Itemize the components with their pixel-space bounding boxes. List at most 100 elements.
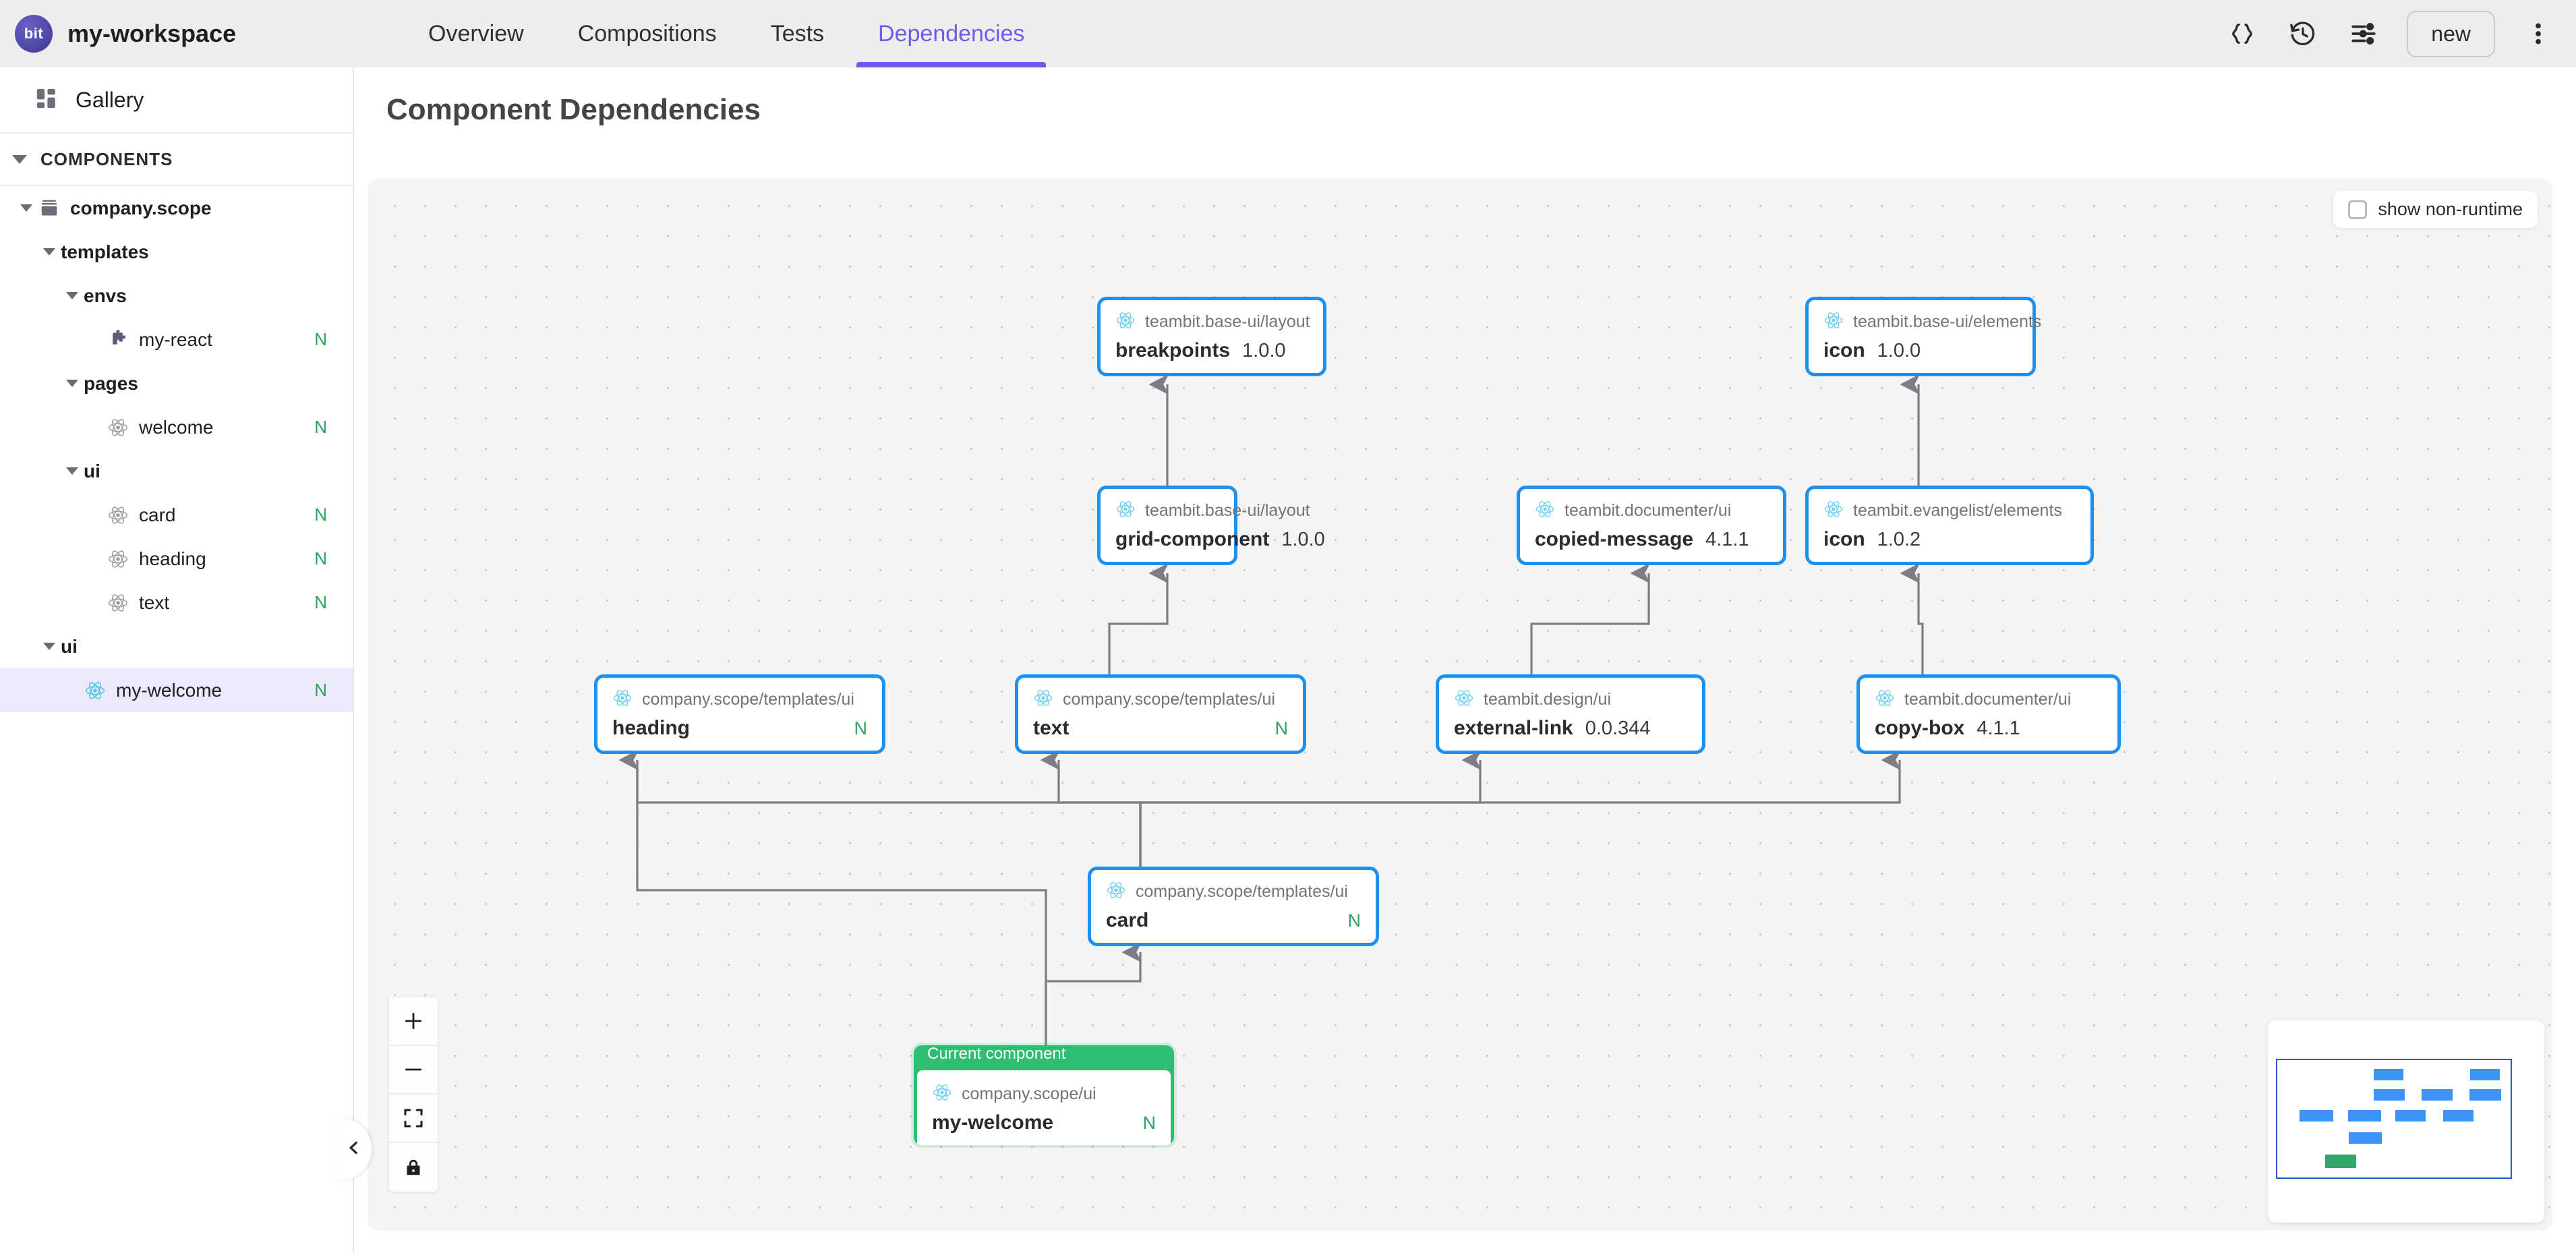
zoom-in-button[interactable]	[389, 997, 438, 1046]
tab-overview[interactable]: Overview	[428, 20, 524, 47]
sidebar-item-label: card	[139, 504, 176, 525]
status-badge: N	[314, 548, 327, 569]
sidebar-item-label: pages	[84, 372, 138, 394]
tab-compositions[interactable]: Compositions	[577, 20, 717, 47]
top-bar-actions: new	[2225, 0, 2556, 67]
graph-node-scope: teambit.documenter/ui	[1564, 500, 1732, 520]
new-button[interactable]: new	[2407, 10, 2495, 57]
sidebar-section-label: COMPONENTS	[40, 148, 173, 169]
react-atom-icon	[107, 504, 129, 527]
chevron-down-icon	[15, 204, 38, 212]
graph-node-badge: N	[1275, 718, 1289, 738]
sidebar-item-company-scope[interactable]: company.scope	[0, 186, 353, 230]
minimap-node	[2443, 1110, 2473, 1121]
sidebar-item-label: templates	[61, 241, 149, 262]
graph-minimap[interactable]	[2268, 1020, 2544, 1223]
sidebar-item-pages[interactable]: pages	[0, 361, 353, 405]
grid-gallery-icon	[35, 87, 58, 113]
main-content: Component Dependencies	[354, 67, 2576, 1253]
show-non-runtime-label: show non-runtime	[2378, 199, 2523, 219]
react-atom-icon	[1454, 688, 1474, 711]
zoom-out-button[interactable]	[389, 1046, 438, 1095]
graph-node-version: 4.1.1	[1705, 528, 1749, 550]
sidebar-item-ui[interactable]: ui	[0, 624, 353, 668]
graph-node-scope: teambit.design/ui	[1484, 689, 1612, 709]
tab-dependencies[interactable]: Dependencies	[851, 0, 1051, 67]
tab-tests[interactable]: Tests	[770, 20, 825, 47]
minimap-node	[2349, 1132, 2382, 1144]
graph-node-scope: teambit.base-ui/elements	[1853, 312, 2042, 331]
react-atom-icon	[107, 548, 129, 571]
sliders-icon[interactable]	[2346, 16, 2381, 51]
graph-node-name: card	[1106, 908, 1149, 931]
code-braces-icon[interactable]	[2225, 16, 2260, 51]
graph-node-version: 1.0.0	[1281, 528, 1325, 550]
sidebar-item-ui[interactable]: ui	[0, 449, 353, 493]
chevron-down-icon	[38, 643, 61, 650]
sidebar-item-label: my-react	[139, 328, 212, 350]
history-clock-icon[interactable]	[2285, 16, 2320, 51]
react-atom-icon	[1106, 880, 1126, 904]
sidebar-item-label: envs	[84, 285, 127, 306]
react-atom-icon	[1033, 688, 1053, 711]
fit-screen-button[interactable]	[389, 1095, 438, 1143]
workspace-brand[interactable]: bit my-workspace	[15, 15, 236, 53]
graph-node-badge: N	[854, 718, 868, 738]
sidebar-item-label: text	[139, 591, 170, 613]
show-non-runtime-toggle[interactable]: show non-runtime	[2333, 191, 2538, 228]
vertical-dots-icon[interactable]	[2521, 16, 2556, 51]
react-atom-icon	[1535, 499, 1555, 523]
current-component-label: Current component	[927, 1045, 1066, 1063]
graph-node-name: breakpoints	[1115, 339, 1231, 361]
lock-button[interactable]	[389, 1143, 438, 1192]
graph-node-scope: teambit.base-ui/layout	[1145, 500, 1310, 520]
sidebar-item-envs[interactable]: envs	[0, 274, 353, 318]
chevron-down-glyph	[43, 248, 55, 256]
sidebar-item-label: ui	[84, 460, 100, 482]
top-bar: bit my-workspace Overview Compositions Tes…	[0, 0, 2576, 67]
graph-node-scope: company.scope/templates/ui	[1063, 689, 1275, 709]
status-badge: N	[314, 680, 327, 700]
graph-node-name: heading	[612, 716, 691, 739]
chevron-down-icon	[38, 248, 61, 256]
sidebar: Gallery COMPONENTS company.scope template…	[0, 67, 354, 1253]
workspace-title: my-workspace	[67, 20, 237, 47]
chevron-down-glyph	[66, 467, 78, 475]
graph-node-version: 1.0.2	[1877, 528, 1921, 550]
minimap-node	[2374, 1089, 2405, 1101]
chevron-down-glyph	[43, 643, 55, 650]
react-atom-icon	[107, 591, 129, 614]
minimap-node	[2470, 1069, 2500, 1080]
sidebar-item-gallery[interactable]: Gallery	[0, 67, 353, 134]
sidebar-gallery-label: Gallery	[76, 87, 144, 112]
minimap-node	[2348, 1110, 2381, 1121]
chevron-down-glyph	[20, 204, 32, 212]
sidebar-section-components[interactable]: COMPONENTS	[0, 134, 353, 186]
react-atom-icon	[1823, 499, 1844, 523]
minimap-viewport[interactable]	[2276, 1059, 2512, 1179]
sidebar-item-label: welcome	[139, 416, 214, 438]
show-non-runtime-checkbox[interactable]	[2348, 200, 2368, 219]
sidebar-item-templates[interactable]: templates	[0, 230, 353, 274]
chevron-left-icon	[345, 1137, 363, 1162]
chevron-down-icon	[61, 380, 84, 387]
